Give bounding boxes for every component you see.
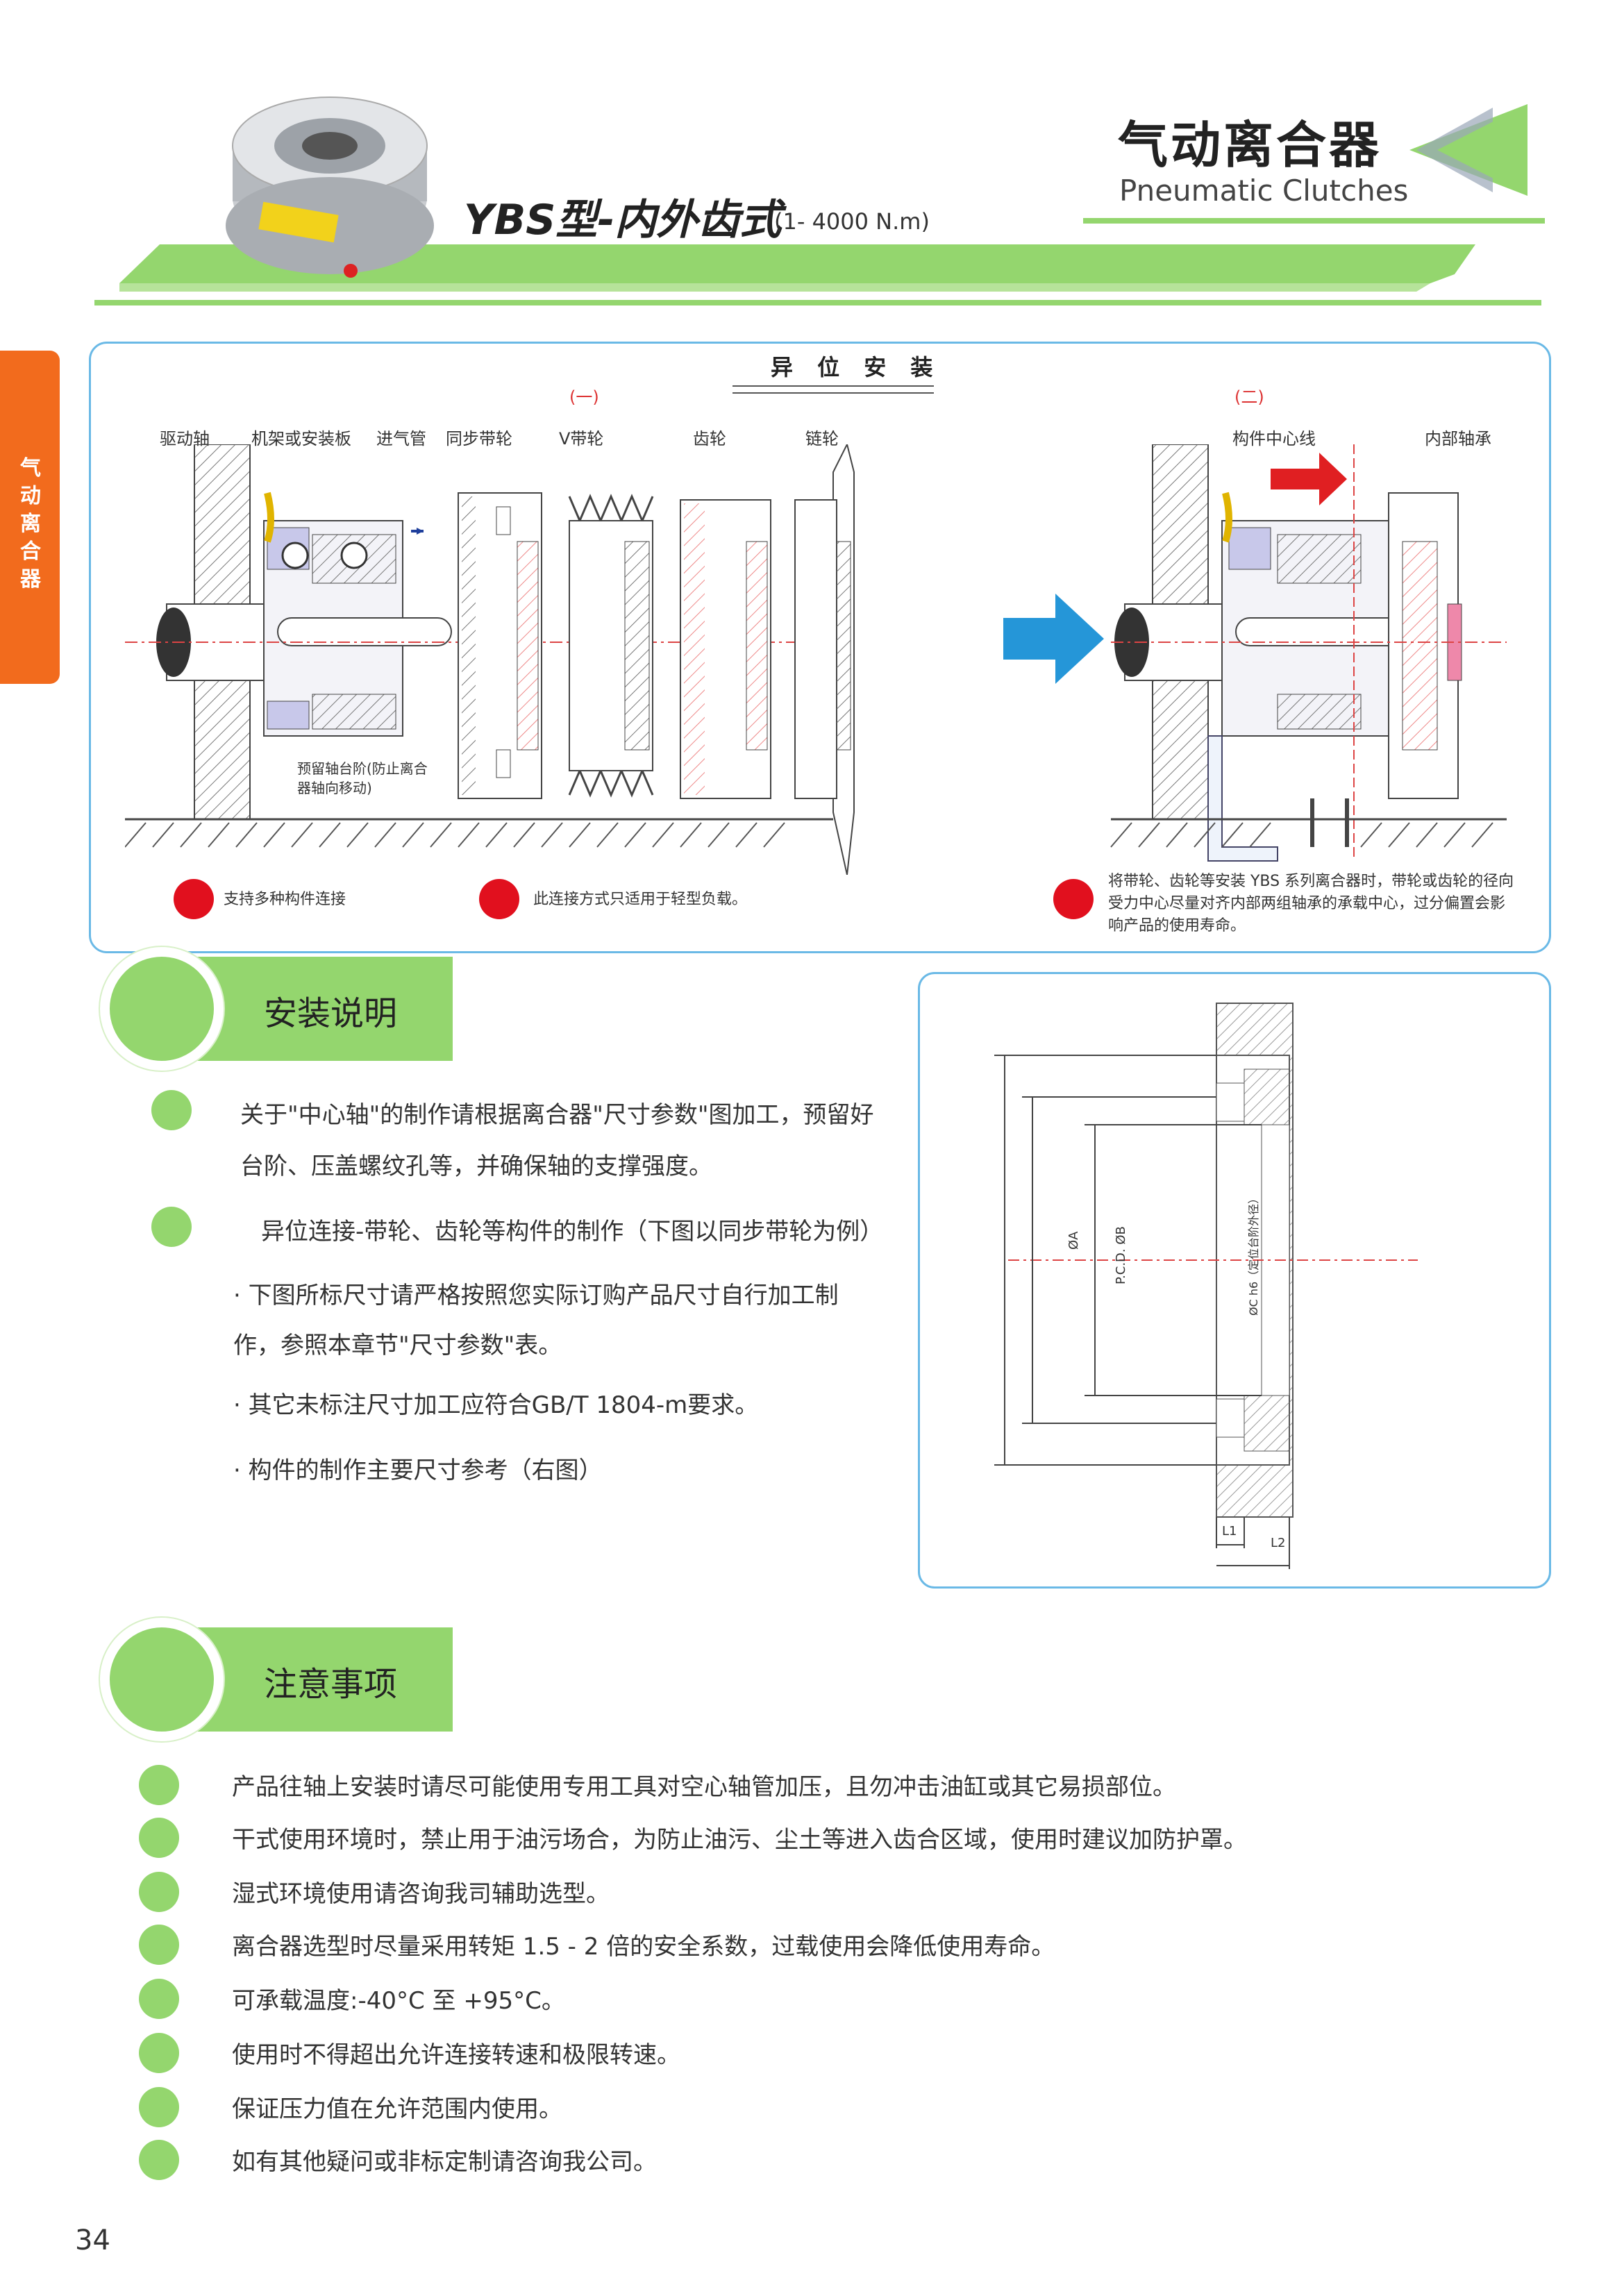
side-tab: 气动离合器 bbox=[0, 351, 60, 684]
instructions-heading-circle bbox=[100, 947, 224, 1071]
cautions-heading: 注意事项 bbox=[264, 1665, 398, 1704]
instruction-dot-2 bbox=[151, 1207, 192, 1247]
instruction-sub1-line2: 作，参照本章节"尺寸参数"表。 bbox=[233, 1332, 562, 1359]
caution-item: 产品往轴上安装时请尽可能使用专用工具对空心轴管加压，且勿冲击油缸或其它易损部位。 bbox=[232, 1773, 1176, 1801]
caution-item: 如有其他疑问或非标定制请咨询我公司。 bbox=[232, 2148, 657, 2176]
caution-item: 保证压力值在允许范围内使用。 bbox=[232, 2095, 562, 2123]
instruction-2: 异位连接-带轮、齿轮等构件的制作（下图以同步带轮为例） bbox=[261, 1218, 884, 1246]
note3-dot bbox=[1053, 879, 1094, 919]
instruction-sub2: · 其它未标注尺寸加工应符合GB/T 1804-m要求。 bbox=[233, 1391, 759, 1419]
note2-dot bbox=[479, 879, 519, 919]
note1-dot bbox=[174, 879, 214, 919]
label-frame: 机架或安装板 bbox=[251, 429, 351, 449]
model-torque-range: (1- 4000 N.m) bbox=[774, 208, 930, 235]
dim-l1: L1 bbox=[1222, 1524, 1237, 1539]
caution-item: 干式使用环境时，禁止用于油污场合，为防止油污、尘土等进入齿合区域，使用时建议加防… bbox=[232, 1826, 1247, 1854]
dimension-drawing bbox=[994, 1003, 1418, 1569]
caution-item: 离合器选型时尽量采用转矩 1.5 - 2 倍的安全系数，过载使用会降低使用寿命。 bbox=[232, 1933, 1055, 1961]
caution-item: 可承载温度:-40°C 至 +95°C。 bbox=[232, 1987, 565, 2015]
caution-dot bbox=[139, 2140, 179, 2180]
page-number: 34 bbox=[75, 2224, 110, 2256]
instruction-sub1-line1: · 下图所标尺寸请严格按照您实际订购产品尺寸自行加工制 bbox=[233, 1282, 839, 1309]
label-timing-pulley: 同步带轮 bbox=[446, 429, 512, 449]
label-v-pulley: V带轮 bbox=[559, 429, 604, 449]
page-title-cn: 气动离合器 bbox=[1118, 116, 1382, 174]
install-diagram-title: 异 位 安 装 bbox=[771, 354, 941, 380]
install-drawing bbox=[125, 444, 1507, 875]
clutch-product-image bbox=[226, 97, 434, 278]
label-air-inlet: 进气管 bbox=[376, 429, 426, 449]
label-inner-bearing: 内部轴承 bbox=[1425, 429, 1491, 449]
dimension-drawing-box bbox=[918, 972, 1551, 1589]
step-note: 预留轴台阶(防止离合器轴向移动) bbox=[297, 760, 428, 796]
part2-label: (二) bbox=[1234, 387, 1264, 407]
dim-pcd: P.C.D. ØB bbox=[1114, 1226, 1128, 1284]
header-decor bbox=[94, 97, 1545, 305]
caution-dot bbox=[139, 2033, 179, 2073]
cautions-heading-circle bbox=[100, 1618, 224, 1741]
caution-item: 湿式环境使用请咨询我司辅助选型。 bbox=[232, 1880, 610, 1908]
caution-dot bbox=[139, 1818, 179, 1858]
caution-item: 使用时不得超出允许连接转速和极限转速。 bbox=[232, 2041, 680, 2069]
label-gear: 齿轮 bbox=[693, 429, 726, 449]
note2-text: 此连接方式只适用于轻型负载。 bbox=[533, 891, 748, 908]
label-center-line: 构件中心线 bbox=[1232, 429, 1316, 449]
title-underline bbox=[733, 385, 934, 394]
instruction-sub3: · 构件的制作主要尺寸参考（右图） bbox=[233, 1457, 603, 1484]
caution-dot bbox=[139, 1979, 179, 2019]
instructions-heading: 安装说明 bbox=[264, 994, 398, 1033]
dim-a: ØA bbox=[1066, 1231, 1081, 1250]
label-sprocket: 链轮 bbox=[805, 429, 839, 449]
caution-dot bbox=[139, 1765, 179, 1805]
caution-dot bbox=[139, 2087, 179, 2127]
caution-dot bbox=[139, 1925, 179, 1965]
instruction-dot-1 bbox=[151, 1090, 192, 1130]
note3-text: 将带轮、齿轮等安装 YBS 系列离合器时，带轮或齿轮的径向 受力中心尽量对齐内部… bbox=[1108, 873, 1514, 935]
install-diagram-box bbox=[89, 342, 1551, 953]
note1-text: 支持多种构件连接 bbox=[224, 891, 346, 908]
instruction-1-line1: 关于"中心轴"的制作请根据离合器"尺寸参数"图加工，预留好 bbox=[240, 1101, 874, 1129]
dim-c: ØC h6（定位台阶外径） bbox=[1247, 1192, 1260, 1316]
caution-dot bbox=[139, 1872, 179, 1912]
page-title-en: Pneumatic Clutches bbox=[1119, 174, 1409, 208]
part1-label: (一) bbox=[569, 387, 599, 407]
model-title: YBS型-内外齿式 bbox=[464, 196, 782, 244]
side-tab-label: 气动离合器 bbox=[20, 456, 41, 592]
instruction-1-line2: 台阶、压盖螺纹孔等，并确保轴的支撑强度。 bbox=[240, 1153, 712, 1180]
dim-l2: L2 bbox=[1271, 1536, 1286, 1550]
